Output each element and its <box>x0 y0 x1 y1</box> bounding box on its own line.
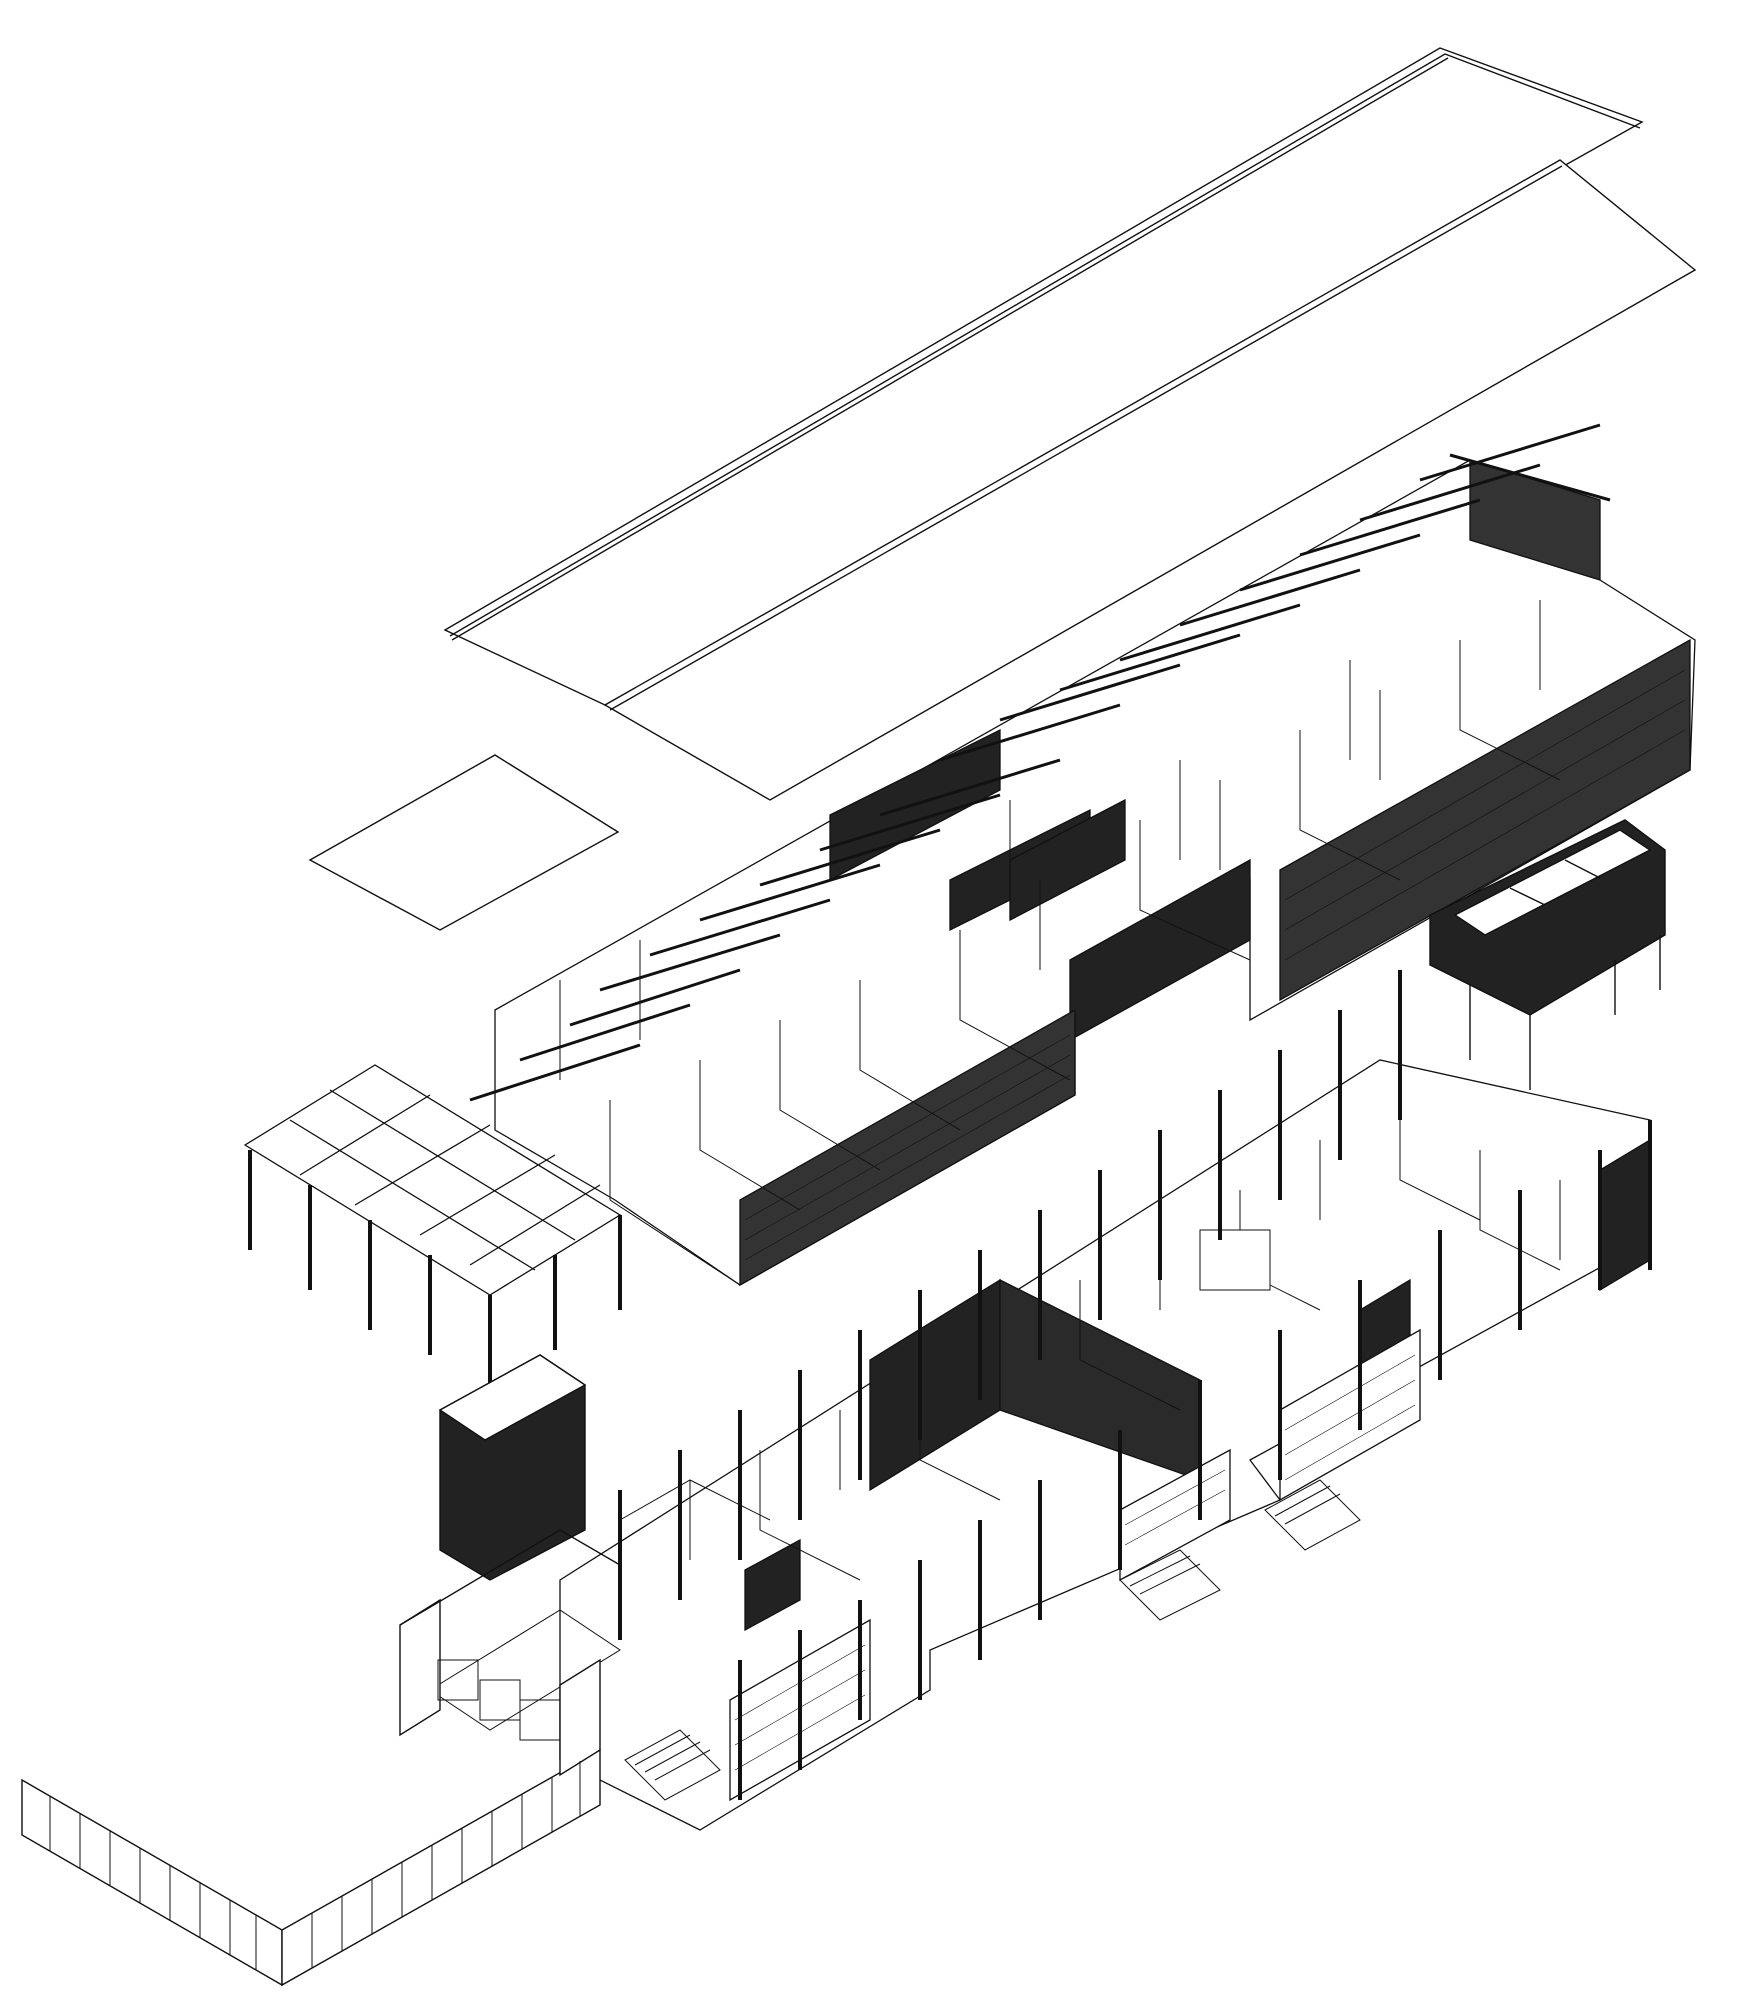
stair-tower <box>400 1355 620 1740</box>
main-floor-level <box>430 970 1650 1830</box>
roof-sheet-upper <box>445 48 1642 705</box>
small-roof-plate <box>310 755 618 930</box>
boundary-fence <box>22 1660 600 1985</box>
tower-cap-box <box>1430 820 1665 1090</box>
roof-sheet-lower <box>605 160 1695 800</box>
roof-frame-level <box>470 425 1695 1285</box>
